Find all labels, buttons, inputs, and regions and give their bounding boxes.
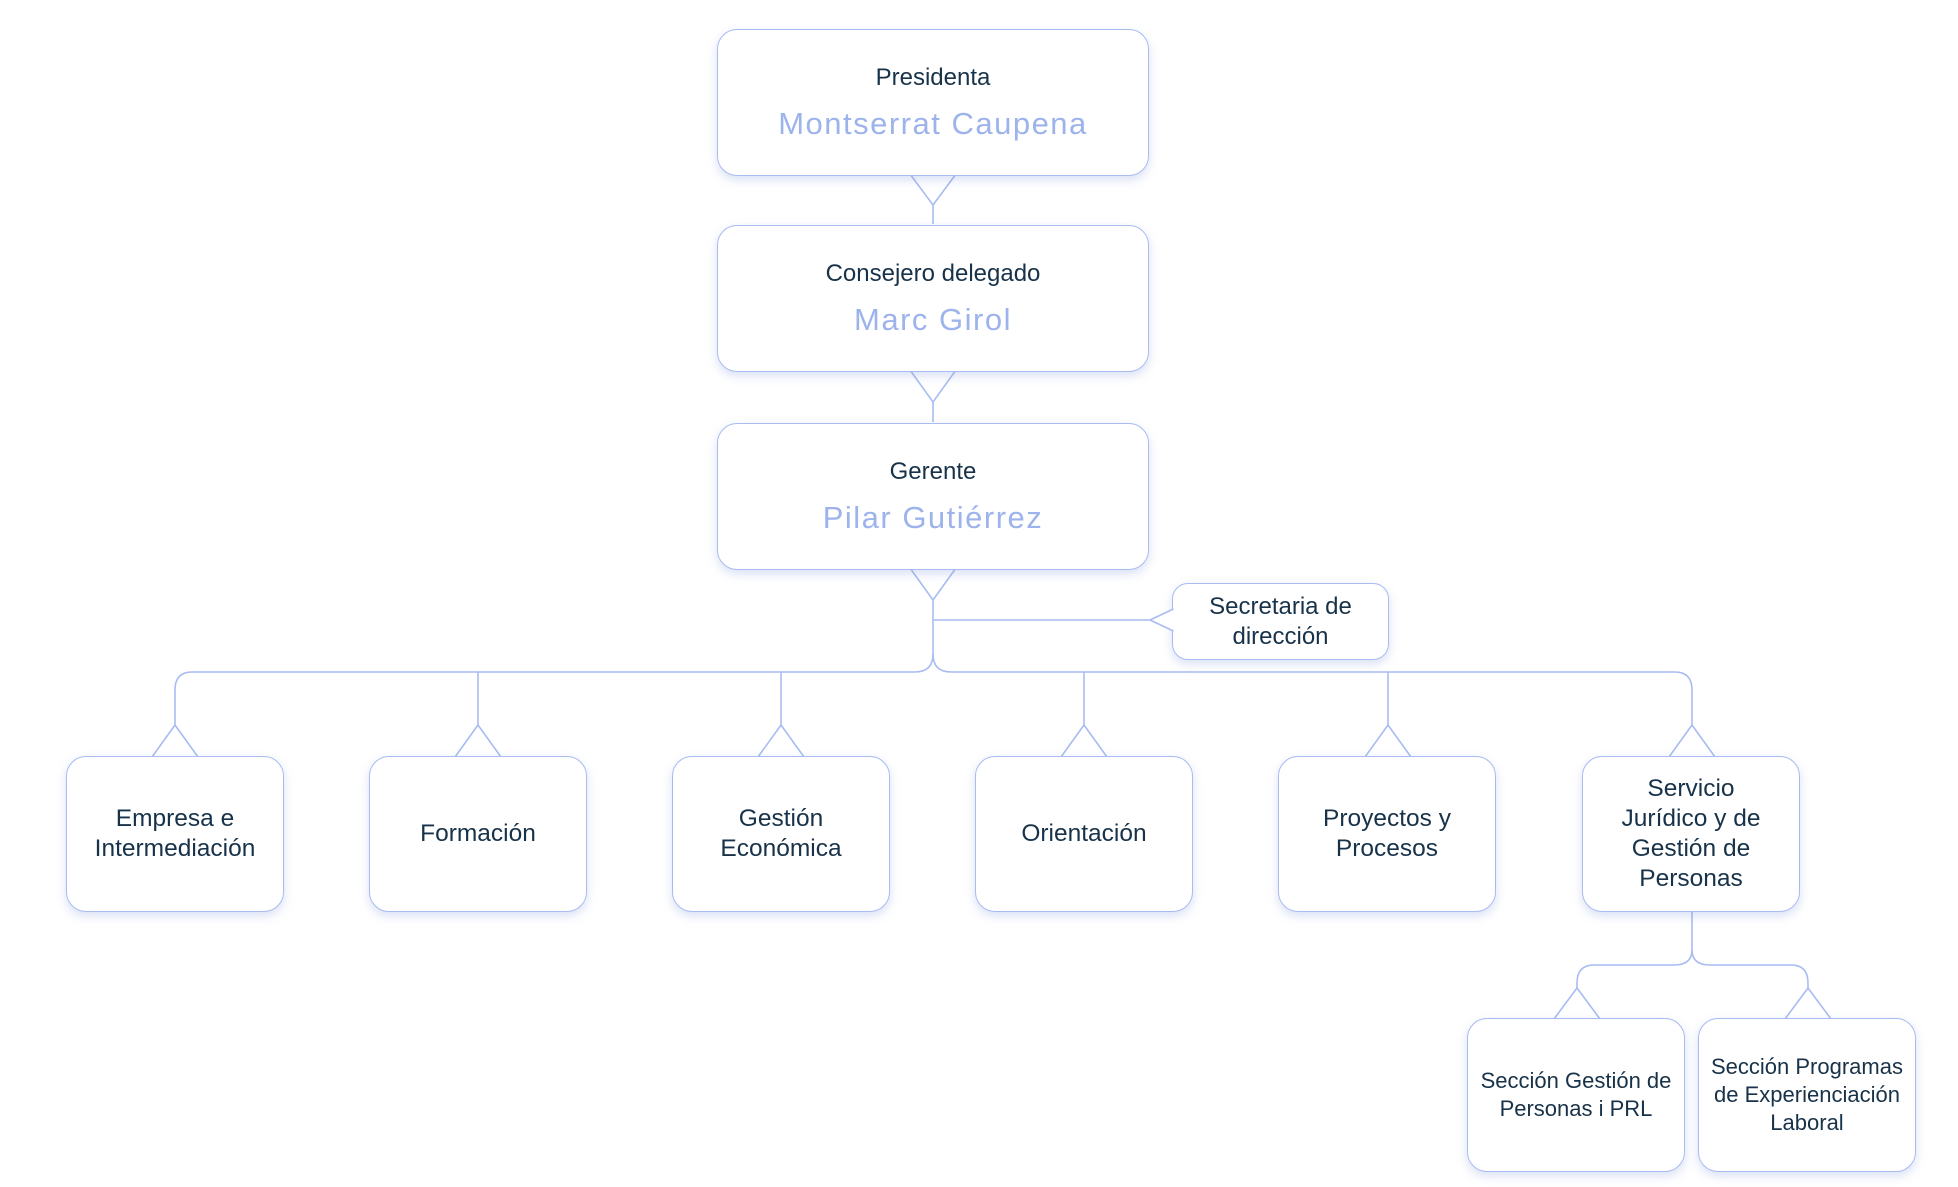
consejero-role: Consejero delegado <box>825 259 1041 287</box>
presidenta-name: Montserrat Caupena <box>778 105 1088 141</box>
dept-label: Formación <box>420 820 536 847</box>
secretaria-box: Secretaria de dirección <box>1172 583 1389 660</box>
dept-label: Empresa e Intermediación <box>94 805 256 862</box>
presidenta-box: Presidenta Montserrat Caupena <box>717 29 1149 176</box>
consejero-box: Consejero delegado Marc Girol <box>717 225 1149 372</box>
dept-gestion-economica: Gestión Económica <box>672 756 890 912</box>
dept-label: Proyectos y Procesos <box>1323 805 1451 862</box>
dept-orientacion: Orientación <box>975 756 1193 912</box>
section-label: Sección Programas de Experienciación Lab… <box>1711 1054 1903 1135</box>
dept-label: Orientación <box>1021 820 1147 847</box>
dept-empresa-intermediacion: Empresa e Intermediación <box>66 756 284 912</box>
gerente-name: Pilar Gutiérrez <box>822 499 1044 535</box>
consejero-name: Marc Girol <box>854 301 1012 337</box>
presidenta-role: Presidenta <box>875 63 991 91</box>
dept-proyectos-procesos: Proyectos y Procesos <box>1278 756 1496 912</box>
gerente-role: Gerente <box>889 457 977 485</box>
section-programas-experienciacion: Sección Programas de Experienciación Lab… <box>1698 1018 1916 1172</box>
secretaria-label: Secretaria de dirección <box>1209 592 1352 650</box>
dept-formacion: Formación <box>369 756 587 912</box>
section-label: Sección Gestión de Personas i PRL <box>1480 1068 1672 1121</box>
gerente-box: Gerente Pilar Gutiérrez <box>717 423 1149 570</box>
dept-label: Servicio Jurídico y de Gestión de Person… <box>1621 775 1761 892</box>
section-gestion-personas-prl: Sección Gestión de Personas i PRL <box>1467 1018 1685 1172</box>
dept-label: Gestión Económica <box>720 805 842 862</box>
dept-servicio-juridico: Servicio Jurídico y de Gestión de Person… <box>1582 756 1800 912</box>
secretaria-pointer <box>1149 608 1174 632</box>
